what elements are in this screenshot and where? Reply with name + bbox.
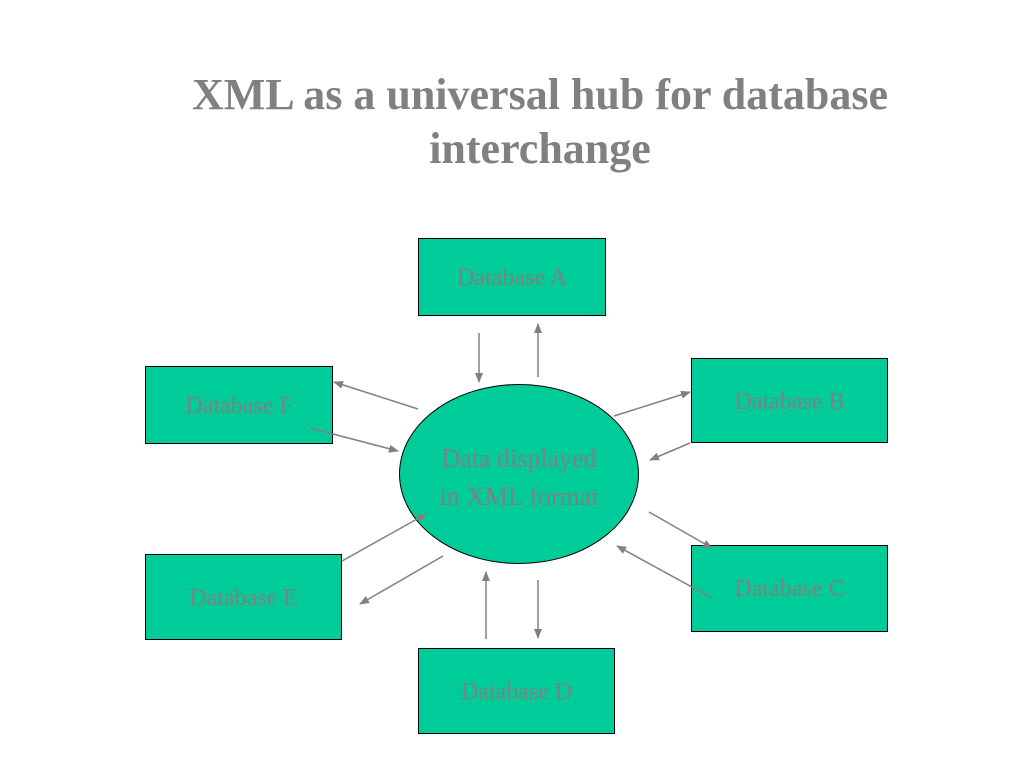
xml-hub-ellipse: Data displayed in XML format: [399, 384, 639, 564]
database-d-box: Database D: [418, 648, 615, 734]
arrow-b-to-hub: [649, 442, 691, 461]
slide-title: XML as a universal hub for database inte…: [192, 70, 888, 173]
arrow-hub-to-b: [613, 390, 691, 417]
database-b-label: Database B: [734, 389, 845, 415]
arrow-e-to-hub: [341, 513, 427, 562]
database-f-box: Database F: [145, 366, 333, 444]
database-c-box: Database C: [691, 545, 888, 632]
database-e-label: Database E: [189, 585, 298, 611]
arrow-hub-to-e: [359, 555, 444, 605]
xml-hub-label: Data displayed in XML format: [439, 444, 599, 511]
database-e-box: Database E: [145, 554, 342, 640]
database-d-label: Database D: [460, 679, 573, 705]
arrow-hub-to-f: [333, 380, 419, 410]
database-a-box: Database A: [418, 238, 606, 316]
database-c-label: Database C: [734, 576, 845, 602]
database-b-box: Database B: [691, 358, 888, 443]
database-f-label: Database F: [185, 393, 293, 419]
arrow-hub-to-c: [648, 511, 713, 549]
database-a-label: Database A: [457, 265, 567, 291]
